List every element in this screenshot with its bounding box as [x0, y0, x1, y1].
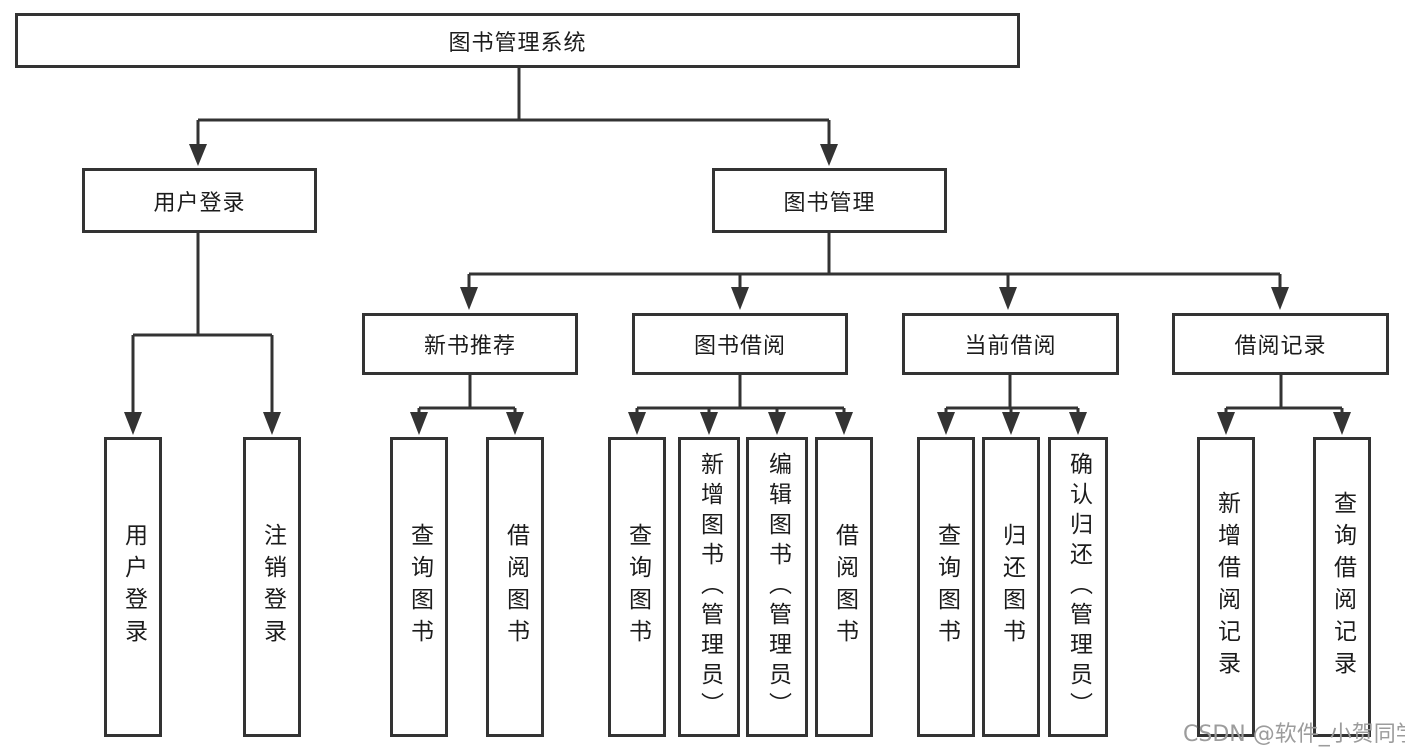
leaf-label: 编辑图书（管理员） — [764, 452, 791, 722]
leaf-edit-books-admin: 编辑图书（管理员） — [746, 437, 808, 737]
leaf-confirm-return-admin: 确认归还（管理员） — [1048, 437, 1108, 737]
leaf-label: 借阅图书 — [502, 523, 529, 651]
node-label: 借阅记录 — [1234, 334, 1327, 359]
leaf-label: 查询图书 — [624, 523, 651, 651]
node-label: 新书推荐 — [423, 334, 516, 359]
node-book-management: 图书管理 — [712, 168, 947, 233]
leaf-label: 借阅图书 — [831, 523, 858, 651]
node-new-book-recommend: 新书推荐 — [362, 313, 578, 375]
leaf-label: 注销登录 — [259, 523, 286, 651]
node-user-login: 用户登录 — [82, 168, 317, 233]
leaf-borrow-books: 借阅图书 — [815, 437, 873, 737]
node-current-borrow: 当前借阅 — [902, 313, 1119, 375]
leaf-label: 新增图书（管理员） — [696, 452, 723, 722]
csdn-watermark: CSDN @软件_小贺同学 — [1183, 722, 1405, 747]
leaf-label: 查询图书 — [933, 523, 960, 651]
node-borrow-records: 借阅记录 — [1172, 313, 1389, 375]
tree-edges — [131, 67, 1344, 415]
node-root-system: 图书管理系统 — [15, 13, 1020, 68]
leaf-query-borrow-record: 查询借阅记录 — [1313, 437, 1371, 737]
node-label: 图书管理 — [783, 190, 876, 216]
leaf-borrow-books-recommend: 借阅图书 — [486, 437, 544, 737]
leaf-label: 确认归还（管理员） — [1065, 452, 1092, 722]
node-book-borrow: 图书借阅 — [632, 313, 848, 375]
node-label: 用户登录 — [153, 190, 246, 216]
leaf-query-books-current: 查询图书 — [917, 437, 975, 737]
leaf-add-books-admin: 新增图书（管理员） — [678, 437, 740, 737]
leaf-add-borrow-record: 新增借阅记录 — [1197, 437, 1255, 737]
arrowhead-icons — [124, 144, 1351, 435]
leaf-query-books-borrow: 查询图书 — [608, 437, 666, 737]
leaf-label: 查询图书 — [406, 523, 433, 651]
leaf-return-books: 归还图书 — [982, 437, 1040, 737]
leaf-user-login: 用户登录 — [104, 437, 162, 737]
node-label: 当前借阅 — [964, 334, 1057, 359]
node-label: 图书借阅 — [693, 334, 786, 359]
leaf-query-books-recommend: 查询图书 — [390, 437, 448, 737]
node-label: 图书管理系统 — [448, 30, 587, 56]
leaf-label: 查询借阅记录 — [1329, 491, 1356, 683]
leaf-label: 新增借阅记录 — [1213, 491, 1240, 683]
leaf-label: 归还图书 — [998, 523, 1025, 651]
leaf-logout: 注销登录 — [243, 437, 301, 737]
leaf-label: 用户登录 — [120, 523, 147, 651]
